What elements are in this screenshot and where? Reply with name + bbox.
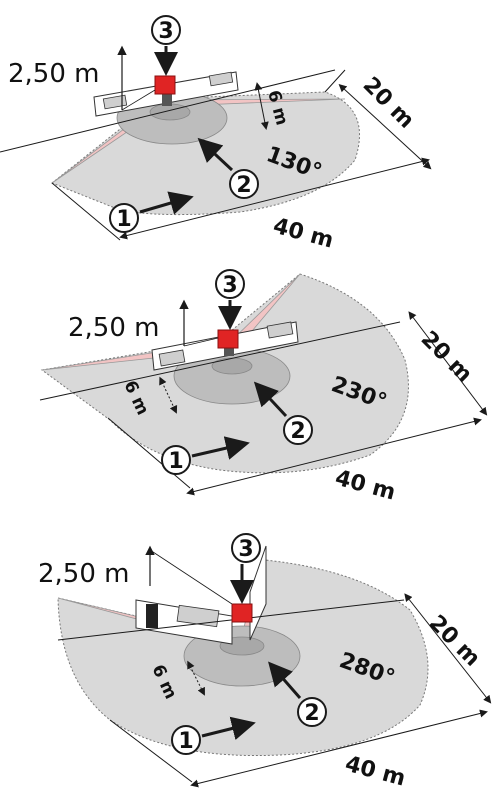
ground-line [39,321,401,401]
callout-2 [283,415,313,445]
svg-text:2: 2 [236,173,251,198]
callout-3 [151,15,181,45]
svg-text:1: 1 [116,207,131,232]
sensor-mount [162,92,172,106]
diagram-230: 2,50 m 6 m 230° 20 m 40 m 1 2 3 [39,269,488,506]
diagram-130: 2,50 m 6 m 130° 20 m 40 m 1 2 3 [0,15,432,254]
window-left [102,94,128,110]
callout-1 [161,445,191,475]
svg-text:3: 3 [158,19,173,44]
callout-3 [215,269,245,299]
ground-line [57,599,405,641]
width-label: 20 m [358,73,419,134]
sensor [217,329,239,349]
length-label: 40 m [270,214,336,254]
height-label: 2,50 m [8,59,99,89]
width-label: 20 m [416,327,477,388]
window-right [208,71,234,87]
diagram-280: 2,50 m 6 m 280° 20 m 40 m 1 2 3 [38,533,492,792]
length-label: 40 m [332,466,398,506]
callout-1 [109,203,139,233]
svg-text:3: 3 [238,537,253,562]
svg-text:2: 2 [304,701,319,726]
window-right [266,321,294,339]
callout-1 [171,725,201,755]
svg-text:1: 1 [168,449,183,474]
sensor [231,603,253,623]
svg-text:2: 2 [290,419,305,444]
callout-3 [231,533,261,563]
callout-2 [297,697,327,727]
svg-text:3: 3 [222,273,237,298]
ground-line [0,69,336,153]
length-label: 40 m [342,752,408,792]
width-label: 20 m [424,611,485,672]
callout-2 [229,169,259,199]
svg-text:1: 1 [178,729,193,754]
detection-zone-inner [211,357,253,375]
sensor-mount [224,344,234,356]
door [146,604,158,628]
window-left [158,349,186,367]
sensor [154,75,176,95]
wall-right [249,545,267,641]
detection-zone-inner [149,103,191,121]
height-label: 2,50 m [68,313,159,343]
height-label: 2,50 m [38,559,129,589]
